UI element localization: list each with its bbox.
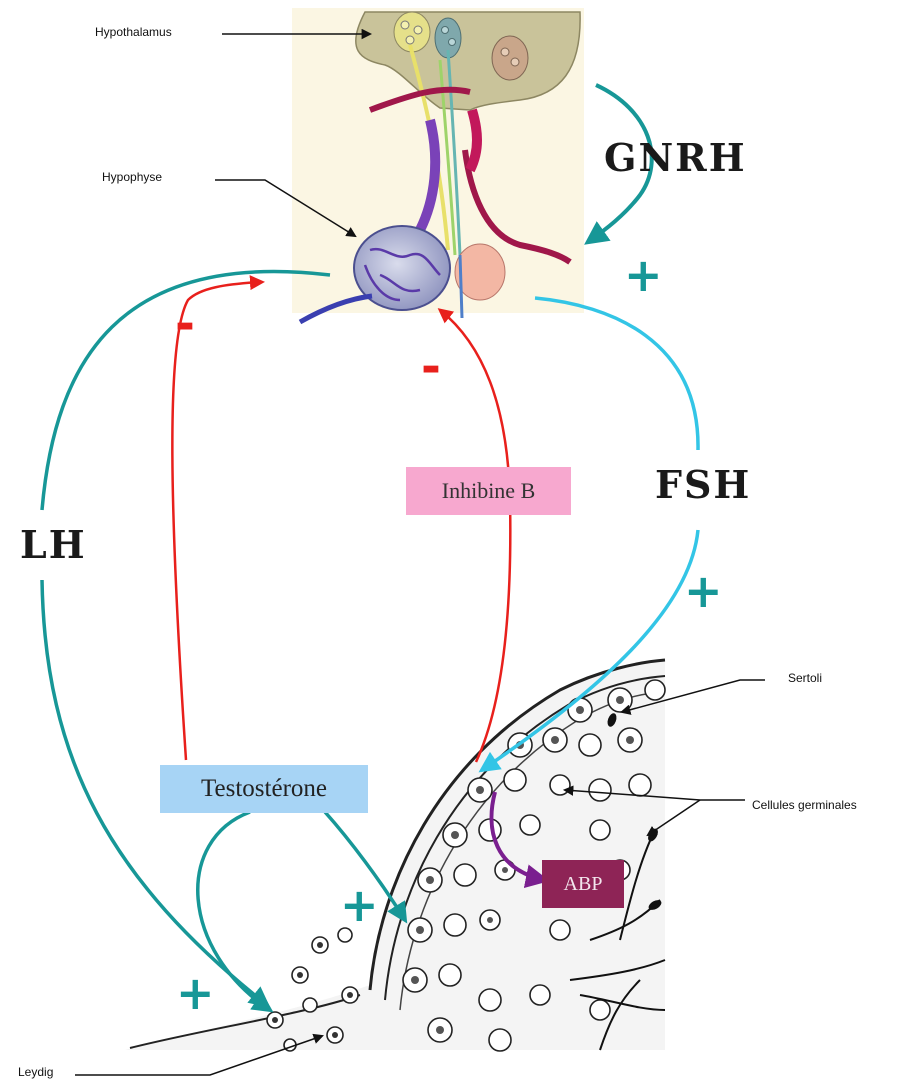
minus-sign-inhibine: - xyxy=(421,343,441,391)
inhibine-feedback-arrow xyxy=(440,310,510,762)
hormone-lh: LH xyxy=(20,522,87,567)
testosterone-box: Testostérone xyxy=(160,765,368,813)
label-leydig: Leydig xyxy=(18,1065,53,1079)
minus-sign-testosterone: - xyxy=(175,300,195,348)
label-sertoli: Sertoli xyxy=(788,671,822,685)
label-hypothalamus: Hypothalamus xyxy=(95,25,172,39)
label-cellules-germinales: Cellules germinales xyxy=(752,798,857,812)
hypothalamus-pituitary-illustration xyxy=(292,8,584,322)
label-hypophyse: Hypophyse xyxy=(102,170,162,184)
nucleus-brown xyxy=(492,36,528,80)
fsh-arrow-upper xyxy=(535,298,698,450)
plus-sign-lh: + xyxy=(176,970,215,1016)
plus-sign-testosterone: + xyxy=(340,882,379,928)
plus-sign-fsh: + xyxy=(684,568,723,614)
plus-sign-gnrh: + xyxy=(624,252,663,298)
inhibine-box: Inhibine B xyxy=(406,467,571,515)
hormone-gnrh: GNRH xyxy=(604,135,747,180)
testosterone-feedback-arrow xyxy=(172,282,262,760)
abp-box: ABP xyxy=(542,860,624,908)
hormone-fsh: FSH xyxy=(655,462,751,507)
